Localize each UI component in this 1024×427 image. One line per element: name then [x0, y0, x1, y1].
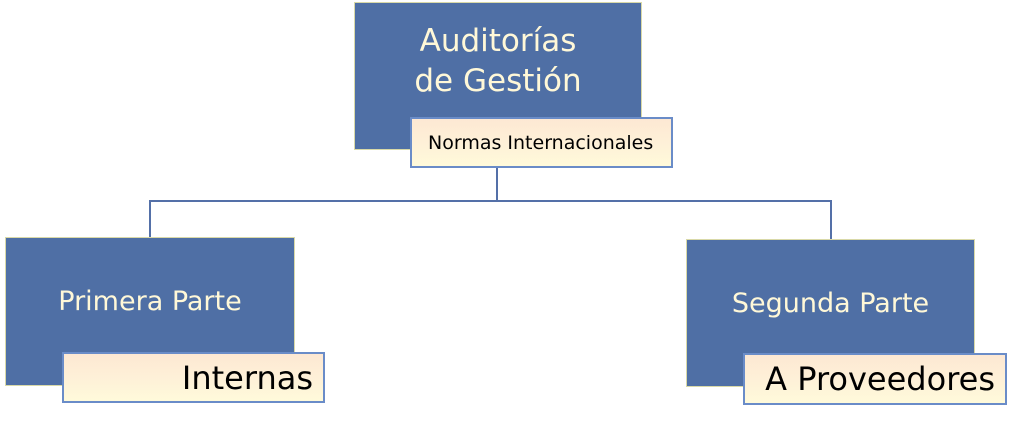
connector-root-vertical: [496, 166, 498, 202]
label-text: A Proveedores: [765, 360, 995, 398]
connector-horizontal: [149, 200, 832, 202]
label-internas: Internas: [62, 352, 325, 403]
label-normas-internacionales: Normas Internacionales: [410, 117, 673, 168]
node-title: Primera Parte: [58, 286, 242, 317]
node-title: Segunda Parte: [731, 287, 930, 319]
label-text: Internas: [181, 358, 313, 397]
connector-right-vertical: [830, 200, 832, 240]
label-text: Normas Internacionales: [428, 131, 654, 154]
node-title: Auditorías de Gestión: [414, 23, 582, 99]
label-a-proveedores: A Proveedores: [743, 353, 1007, 405]
connector-left-vertical: [149, 200, 151, 238]
